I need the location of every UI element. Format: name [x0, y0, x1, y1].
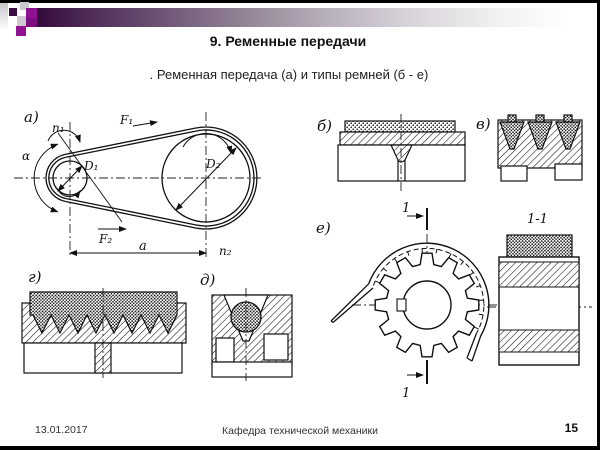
drawing-round-belt: д) — [200, 271, 293, 381]
label-alpha: α — [22, 149, 30, 163]
v-belt-2 — [527, 114, 553, 150]
belt-tail — [330, 283, 374, 324]
section-view-1-1: 1-1 — [498, 212, 580, 366]
label-n1: n₁ — [52, 121, 65, 135]
label-v: в) — [476, 115, 491, 133]
decor-square-gray — [20, 2, 29, 10]
belt-drive-figure: а) α n₁ F₁ D₁ D₂ F₂ a n₂ б) — [14, 108, 592, 401]
bottom-black-border — [0, 446, 600, 450]
belt-teeth — [375, 248, 484, 330]
gradient-title-bar — [36, 8, 600, 27]
label-a: а) — [24, 108, 39, 126]
label-n2: n₂ — [219, 244, 232, 258]
keyway — [396, 298, 407, 312]
drawing-flat-belt: б) — [317, 114, 466, 193]
drawing-toothed-belt: г) — [21, 268, 187, 378]
belt-bottom-run — [65, 197, 198, 229]
d1-arrow — [57, 165, 83, 192]
decor-square-lavender — [17, 16, 26, 26]
top-black-bar — [0, 0, 600, 3]
right-black-border — [597, 0, 600, 450]
toothed-belt — [29, 291, 178, 335]
footer-date: 13.01.2017 — [35, 424, 88, 436]
rotation-arrow-n1 — [47, 129, 81, 143]
label-D2: D₂ — [205, 157, 221, 171]
section-mark-top: 1 — [402, 201, 410, 216]
label-d: д) — [200, 271, 216, 289]
footer-department: Кафедра технической механики — [222, 425, 378, 437]
rotation-arrow-large — [182, 132, 233, 154]
section-belt — [506, 234, 573, 258]
belt-top-run — [64, 127, 196, 159]
sprocket-hub — [402, 280, 452, 330]
drawing-belt-drive: а) α n₁ F₁ D₁ D₂ F₂ a n₂ — [14, 108, 262, 258]
label-F1: F₁ — [119, 113, 133, 127]
v-belt-3 — [555, 114, 581, 150]
rotation-arrow-small — [57, 189, 81, 199]
drawing-timing-belt: 1 1 е) 1-1 — [316, 201, 592, 401]
label-b: б) — [317, 117, 332, 135]
left-gray-strip — [0, 3, 8, 30]
label-D1: D₁ — [83, 159, 98, 173]
label-F2: F₂ — [98, 232, 112, 246]
slide-title: 9. Ременные передачи — [209, 33, 367, 49]
decor-square-dark-magenta — [26, 18, 37, 27]
label-a-dim: a — [139, 239, 147, 254]
alpha-arc — [33, 143, 59, 213]
drawing-v-belts: в) — [476, 114, 583, 182]
belt-large-arc — [194, 126, 258, 230]
section-label: 1-1 — [527, 212, 548, 227]
belt-end — [466, 333, 482, 362]
f1-arrow — [132, 120, 158, 127]
timing-belt-outer — [368, 242, 490, 337]
pulley-rim — [339, 131, 466, 146]
d2-arrow — [175, 147, 237, 211]
timing-belt-inner — [372, 247, 485, 334]
decor-square-magenta-2 — [16, 26, 26, 36]
section-mark-bottom: 1 — [402, 386, 410, 401]
decor-square-magenta — [26, 8, 37, 18]
flat-belt — [344, 120, 456, 133]
large-pulley — [161, 133, 251, 223]
label-g: г) — [28, 268, 42, 286]
slide-subtitle: . Ременная передача (а) и типы ремней (б… — [149, 67, 429, 82]
slide-number: 15 — [564, 421, 578, 435]
v-belt-1 — [499, 114, 525, 150]
decor-square-dark-purple — [9, 8, 17, 16]
label-e: е) — [316, 219, 331, 237]
